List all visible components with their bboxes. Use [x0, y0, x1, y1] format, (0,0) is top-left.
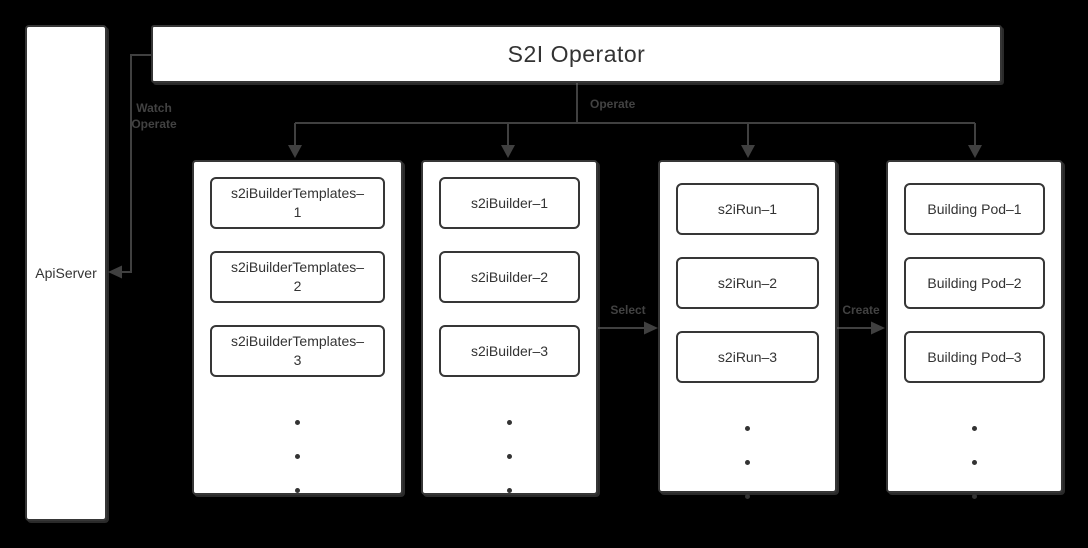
arrowhead-down-icon	[968, 145, 982, 158]
dot-icon	[972, 426, 977, 431]
column-s2irun: s2iRun–1 s2iRun–2 s2iRun–3	[658, 160, 837, 499]
dot-icon	[507, 488, 512, 493]
dot-icon	[295, 454, 300, 459]
dot-icon	[295, 488, 300, 493]
dot-icon	[745, 494, 750, 499]
ellipsis-dots	[972, 426, 977, 499]
node-s2ibuilder-3: s2iBuilder–3	[439, 325, 580, 377]
arrowhead-down-icon	[501, 145, 515, 158]
s2i-operator-box: S2I Operator	[151, 25, 1002, 83]
operate-label: Operate	[590, 97, 636, 111]
column-s2ibuilder: s2iBuilder–1 s2iBuilder–2 s2iBuilder–3	[421, 160, 598, 495]
node-s2ibuilder-2: s2iBuilder–2	[439, 251, 580, 303]
dot-icon	[745, 460, 750, 465]
ellipsis-dots	[745, 426, 750, 499]
arrowhead-down-icon	[288, 145, 302, 158]
dot-icon	[745, 426, 750, 431]
select-label: Select	[610, 303, 646, 317]
watch-operate-label: Watch Operate	[131, 101, 177, 131]
arrowhead-left-icon	[108, 265, 122, 279]
node-building-pod-2: Building Pod–2	[904, 257, 1045, 309]
dot-icon	[972, 460, 977, 465]
column-building-pod: Building Pod–1 Building Pod–2 Building P…	[886, 160, 1063, 499]
dot-icon	[507, 420, 512, 425]
node-s2ibuildertemplates-2: s2iBuilderTemplates– 2	[210, 251, 385, 303]
apiserver-box: ApiServer	[25, 25, 107, 521]
node-building-pod-1: Building Pod–1	[904, 183, 1045, 235]
node-s2irun-3: s2iRun–3	[676, 331, 819, 383]
node-s2irun-2: s2iRun–2	[676, 257, 819, 309]
node-s2irun-1: s2iRun–1	[676, 183, 819, 235]
arrowhead-down-icon	[741, 145, 755, 158]
ellipsis-dots	[507, 420, 512, 493]
node-s2ibuilder-1: s2iBuilder–1	[439, 177, 580, 229]
ellipsis-dots	[295, 420, 300, 493]
dot-icon	[972, 494, 977, 499]
dot-icon	[295, 420, 300, 425]
node-s2ibuildertemplates-1: s2iBuilderTemplates– 1	[210, 177, 385, 229]
node-building-pod-3: Building Pod–3	[904, 331, 1045, 383]
column-s2ibuildertemplates: s2iBuilderTemplates– 1 s2iBuilderTemplat…	[192, 160, 403, 495]
dot-icon	[507, 454, 512, 459]
arrowhead-right-icon	[644, 321, 658, 335]
apiserver-label: ApiServer	[35, 265, 97, 281]
edge-watch-operate	[112, 54, 152, 273]
s2i-operator-title: S2I Operator	[507, 40, 646, 67]
arrowhead-right-icon	[871, 321, 885, 335]
node-s2ibuildertemplates-3: s2iBuilderTemplates– 3	[210, 325, 385, 377]
create-label: Create	[842, 303, 880, 317]
